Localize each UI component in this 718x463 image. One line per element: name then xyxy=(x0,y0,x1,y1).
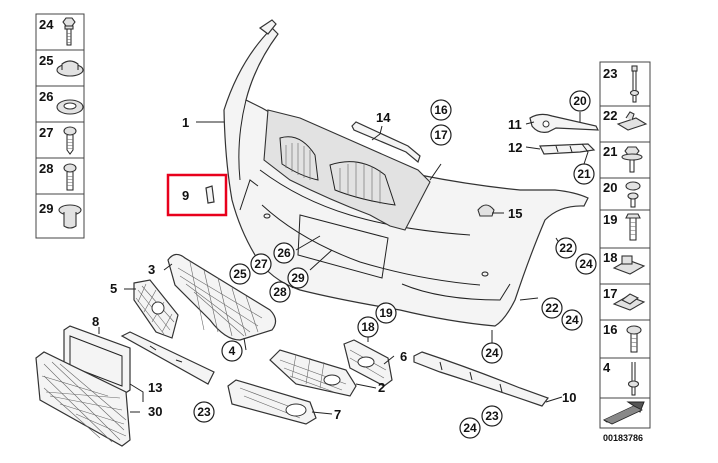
circled-label: 22 xyxy=(559,241,573,255)
panel-label: 24 xyxy=(39,17,54,32)
label-left-strip: 13 xyxy=(148,380,162,395)
top-moulding xyxy=(351,121,421,164)
circled-label: 28 xyxy=(273,285,287,299)
panel-label: 20 xyxy=(603,180,617,195)
label-lower-grid: 7 xyxy=(334,407,341,422)
right-strip xyxy=(413,351,549,407)
circled-label: 21 xyxy=(577,167,591,181)
label-support: 30 xyxy=(148,404,162,419)
pin-icon xyxy=(629,65,640,103)
bumper-cover xyxy=(223,19,589,327)
part-labels: 1 3 5 8 30 13 9 14 11 12 15 6 2 7 10 xyxy=(92,110,576,422)
label-right-bracket: 11 xyxy=(508,117,522,132)
panel-label: 4 xyxy=(603,360,611,375)
label-lower-left-grid: 2 xyxy=(378,380,385,395)
circled-label: 16 xyxy=(434,103,448,117)
center-grille xyxy=(167,253,277,341)
panel-label: 22 xyxy=(603,108,617,123)
circled-label: 4 xyxy=(229,344,236,358)
plate-support xyxy=(35,351,131,447)
lower-grid xyxy=(227,379,317,425)
label-left-grille: 5 xyxy=(110,281,117,296)
circled-label: 25 xyxy=(233,267,247,281)
rivet-icon xyxy=(58,204,82,229)
panel-label: 16 xyxy=(603,322,617,337)
direction-arrow-icon xyxy=(602,401,645,425)
speed-nut-icon xyxy=(612,255,646,275)
screw-washer-icon xyxy=(621,146,643,173)
screw-washer-icon xyxy=(62,17,76,46)
leader-lines xyxy=(98,112,589,415)
label-bumper: 1 xyxy=(182,115,189,130)
panel-label: 25 xyxy=(39,53,53,68)
left-strip xyxy=(120,331,215,385)
right-bracket xyxy=(529,113,599,133)
panel-label: 26 xyxy=(39,89,53,104)
screw-icon xyxy=(625,181,641,208)
left-parts-panel: 24 25 26 27 28 29 xyxy=(35,13,85,239)
panel-cell xyxy=(599,141,651,179)
circled-label: 24 xyxy=(579,257,593,271)
speed-nut-icon xyxy=(612,293,646,311)
circled-label: 26 xyxy=(277,246,291,260)
panel-cell xyxy=(599,61,651,107)
circled-label: 22 xyxy=(545,301,559,315)
bolt-icon xyxy=(626,325,642,353)
panel-label: 17 xyxy=(603,286,617,301)
label-right-strip: 10 xyxy=(562,390,576,405)
circled-label: 20 xyxy=(573,94,587,108)
right-parts-panel: 23 22 21 20 19 18 17 16 4 xyxy=(599,61,651,443)
panel-label: 29 xyxy=(39,201,53,216)
label-clip: 15 xyxy=(508,206,522,221)
circled-label: 24 xyxy=(463,421,477,435)
circled-label: 23 xyxy=(197,405,211,419)
panel-label: 27 xyxy=(39,125,53,140)
washer-icon xyxy=(56,99,84,115)
label-plate: 8 xyxy=(92,314,99,329)
label-right-guide: 12 xyxy=(508,140,522,155)
screw-icon xyxy=(63,126,77,155)
circled-label: 23 xyxy=(485,409,499,423)
panel-label: 21 xyxy=(603,144,617,159)
right-grid xyxy=(343,339,393,387)
pin-icon xyxy=(627,362,640,396)
label-top-moulding: 14 xyxy=(376,110,391,125)
lower-left-grid xyxy=(269,349,357,397)
screw-icon xyxy=(625,213,641,241)
panel-cell xyxy=(35,121,85,159)
circled-label: 29 xyxy=(291,271,305,285)
circled-labels: 16 17 20 21 22 24 26 27 25 29 28 4 18 19… xyxy=(193,90,597,439)
panel-label: 23 xyxy=(603,66,617,81)
panel-cell xyxy=(599,357,651,399)
label-right-grid: 6 xyxy=(400,349,407,364)
circled-label: 17 xyxy=(434,128,448,142)
label-center-grille: 3 xyxy=(148,262,155,277)
circled-label: 24 xyxy=(485,346,499,360)
clip-nut-icon xyxy=(616,111,648,131)
grommet-icon xyxy=(56,60,84,77)
reference-number: 00183786 xyxy=(603,433,643,443)
highlight-box xyxy=(166,173,228,217)
circled-label: 24 xyxy=(565,313,579,327)
circled-label: 27 xyxy=(254,257,268,271)
circled-label: 18 xyxy=(361,320,375,334)
panel-cell xyxy=(599,177,651,211)
clip xyxy=(477,204,495,217)
left-grille xyxy=(133,279,179,339)
emblem-callout xyxy=(166,173,228,217)
panel-label: 28 xyxy=(39,161,53,176)
panel-label: 18 xyxy=(603,250,617,265)
panel-cell xyxy=(35,13,85,51)
circled-label: 19 xyxy=(379,306,393,320)
label-emblem: 9 xyxy=(182,188,189,203)
panel-label: 19 xyxy=(603,212,617,227)
bolt-icon xyxy=(63,163,77,191)
